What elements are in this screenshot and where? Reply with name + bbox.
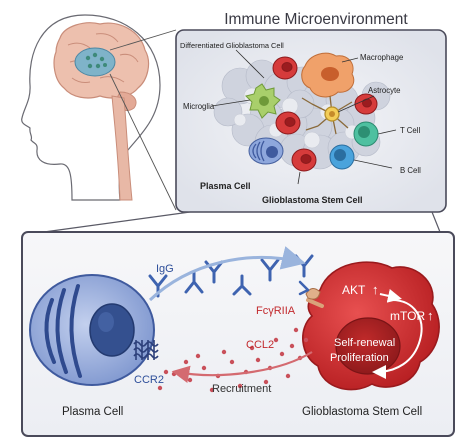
label-macrophage: Macrophage	[360, 53, 403, 62]
microenvironment-panel: Differentiated Glioblastoma Cell Macroph…	[175, 29, 447, 213]
label-akt: AKT	[342, 283, 366, 297]
plasma-cell-icon	[29, 274, 155, 386]
t-cell-icon	[353, 121, 379, 147]
gbm-stem-cell-icon	[302, 261, 440, 391]
fcgriia-receptor-icon	[298, 280, 324, 308]
connector-line	[109, 29, 177, 51]
label-microglia: Microglia	[183, 102, 215, 111]
zoom-connector	[43, 211, 441, 233]
label-mtor: mTOR	[390, 309, 425, 323]
label-fcgriia: FcγRIIA	[256, 305, 296, 317]
label-gbm-stem-cell: Glioblastoma Stem Cell	[302, 406, 422, 418]
label-igg: IgG	[156, 263, 174, 275]
label-b-cell: B Cell	[400, 166, 421, 175]
connector-line	[109, 73, 177, 211]
label-astrocyte: Astrocyte	[368, 86, 401, 95]
label-ccl2: CCL2	[246, 339, 274, 351]
plasma-cell-small-icon	[248, 137, 284, 165]
label-plasma-cell: Plasma Cell	[62, 406, 123, 418]
ccr2-receptor-icon	[133, 340, 159, 360]
macrophage-icon	[301, 52, 355, 98]
astrocyte-icon	[301, 95, 353, 135]
akt-up-arrow-icon: ↑	[372, 282, 379, 297]
mtor-up-arrow-icon: ↑	[427, 308, 434, 323]
mechanism-panel: IgG FcγRIIA AKT ↑ mTOR ↑ Self-renewal Pr…	[21, 231, 455, 437]
b-cell-icon	[329, 144, 355, 170]
label-self-renewal: Self-renewal	[334, 337, 395, 349]
label-recruitment: Recruitment	[212, 383, 271, 395]
label-t-cell: T Cell	[400, 126, 420, 135]
recruitment-arrow	[171, 351, 313, 384]
label-ccr2: CCR2	[134, 374, 164, 386]
microglia-icon	[245, 83, 281, 119]
head-illustration	[21, 14, 161, 201]
page-title: Immune Microenvironment	[224, 11, 408, 28]
label-proliferation: Proliferation	[330, 352, 389, 364]
label-differentiated-gbm: Differentiated Glioblastoma Cell	[180, 41, 284, 50]
label-plasma-cell-small: Plasma Cell	[200, 181, 251, 191]
antibody-flow-arrow	[148, 246, 306, 302]
label-gbm-stem-cell-small: Glioblastoma Stem Cell	[262, 195, 363, 205]
